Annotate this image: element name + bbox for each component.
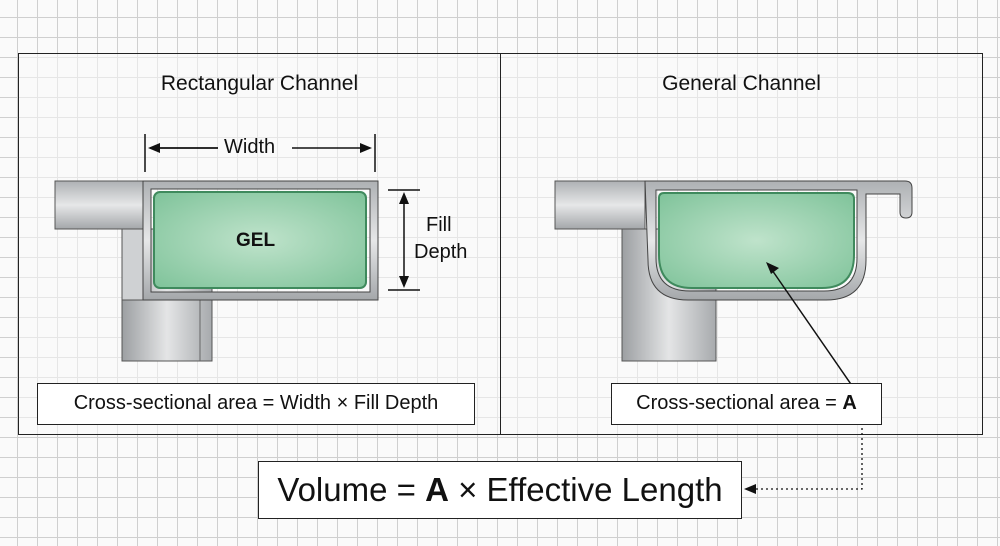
rectangular-area-formula-text: Cross-sectional area = Width × Fill Dept… [73, 392, 439, 414]
fill-depth-label-line1: Fill [426, 214, 452, 236]
dotted-connector [752, 428, 863, 490]
general-channel-panel: General Channel [500, 53, 983, 435]
general-channel-drawing [554, 180, 913, 494]
left-channel-wall [142, 180, 379, 301]
volume-formula-prefix: Volume = [277, 471, 426, 508]
area-leader-line [771, 269, 856, 391]
volume-area-symbol: A [425, 471, 449, 508]
general-area-formula: Cross-sectional area = A [611, 383, 882, 425]
area-symbol: A [842, 392, 857, 414]
gel-label: GEL [236, 230, 276, 251]
right-channel-wall [644, 180, 913, 301]
rectangular-channel-drawing [54, 134, 420, 362]
rectangular-area-formula: Cross-sectional area = Width × Fill Dept… [37, 383, 475, 425]
left-gel [153, 191, 367, 289]
general-area-formula-prefix: Cross-sectional area = [636, 392, 843, 414]
general-channel-title: General Channel [662, 72, 821, 95]
left-frame-bar [54, 180, 146, 230]
right-frame-bar [554, 180, 646, 230]
fill-depth-label-line2: Depth [414, 241, 468, 263]
width-label: Width [224, 136, 276, 158]
rectangular-channel-title: Rectangular Channel [160, 72, 359, 95]
right-gel [658, 192, 855, 289]
volume-formula: Volume = A × Effective Length [258, 461, 742, 519]
volume-formula-suffix: × Effective Length [448, 471, 723, 508]
